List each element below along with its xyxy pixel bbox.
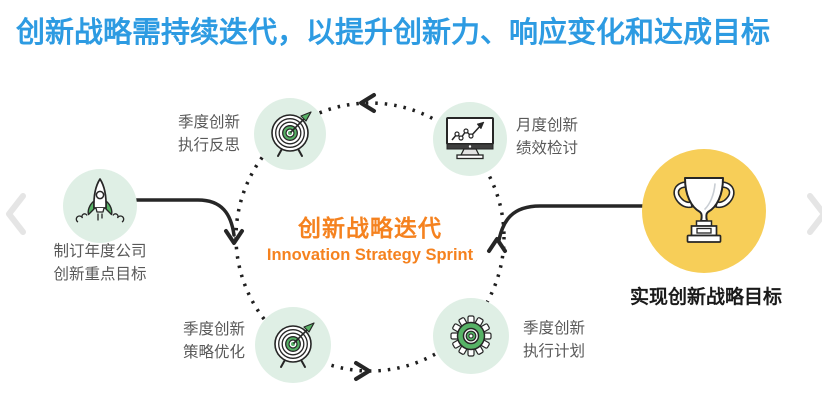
slide-title: 创新战略需持续迭代，以提升创新力、响应变化和达成目标 xyxy=(16,17,771,49)
chevron-left-icon[interactable] xyxy=(3,192,29,236)
label-annual-goal-setting: 制订年度公司 创新重点目标 xyxy=(53,243,147,284)
label-quarterly-execution-reflection: 季度创新 执行反思 xyxy=(178,114,241,155)
flow-arrow-right xyxy=(487,237,507,253)
chevron-right-icon[interactable] xyxy=(804,192,822,236)
trophy-icon xyxy=(673,177,735,243)
label-quarterly-execution-plan: 季度创新 执行计划 xyxy=(523,320,586,361)
flow-arrow-bottom xyxy=(354,361,371,381)
cycle-center-title: 创新战略迭代 xyxy=(298,215,442,241)
flow-arrow-top xyxy=(359,93,376,113)
monitor-chart-icon xyxy=(446,117,494,160)
cycle-center-text: 创新战略迭代 Innovation Strategy Sprint xyxy=(248,209,492,265)
connector-start xyxy=(133,198,236,237)
rocket-icon xyxy=(75,178,125,223)
label-achieve-strategy-goal: 实现创新战略目标 xyxy=(629,287,782,308)
connector-goal xyxy=(497,204,645,242)
label-quarterly-strategy-optimization: 季度创新 策略优化 xyxy=(183,321,246,362)
cycle-center-subtitle: Innovation Strategy Sprint xyxy=(266,246,474,264)
label-monthly-performance-review: 月度创新 绩效检讨 xyxy=(516,117,579,158)
connector-start-arrowhead xyxy=(224,229,244,245)
gear-icon xyxy=(450,315,492,357)
